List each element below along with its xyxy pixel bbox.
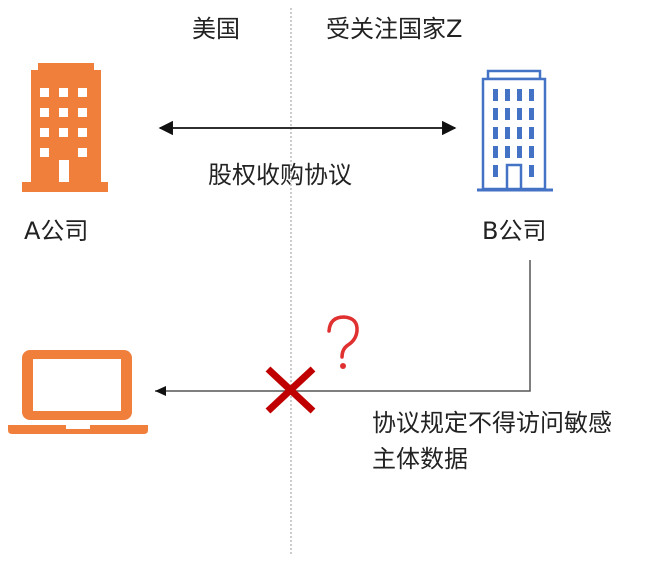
region-label-right: 受关注国家Z — [326, 15, 463, 43]
laptop-icon — [8, 350, 148, 434]
data-flow-arrowhead — [155, 386, 166, 396]
company-a-building-icon — [22, 63, 108, 192]
restriction-note: 协议规定不得访问敏感 主体数据 — [372, 405, 668, 477]
company-a-label: A公司 — [24, 217, 89, 245]
region-label-left: 美国 — [192, 15, 240, 43]
company-b-label: B公司 — [482, 217, 547, 245]
agreement-label: 股权收购协议 — [208, 161, 352, 189]
question-mark-icon — [327, 315, 359, 369]
restriction-note-line-1: 协议规定不得访问敏感 — [372, 409, 612, 437]
restriction-note-line-2: 主体数据 — [372, 445, 468, 473]
data-flow-path — [155, 260, 531, 392]
company-b-building-icon — [477, 69, 553, 192]
red-x-icon — [265, 366, 316, 414]
